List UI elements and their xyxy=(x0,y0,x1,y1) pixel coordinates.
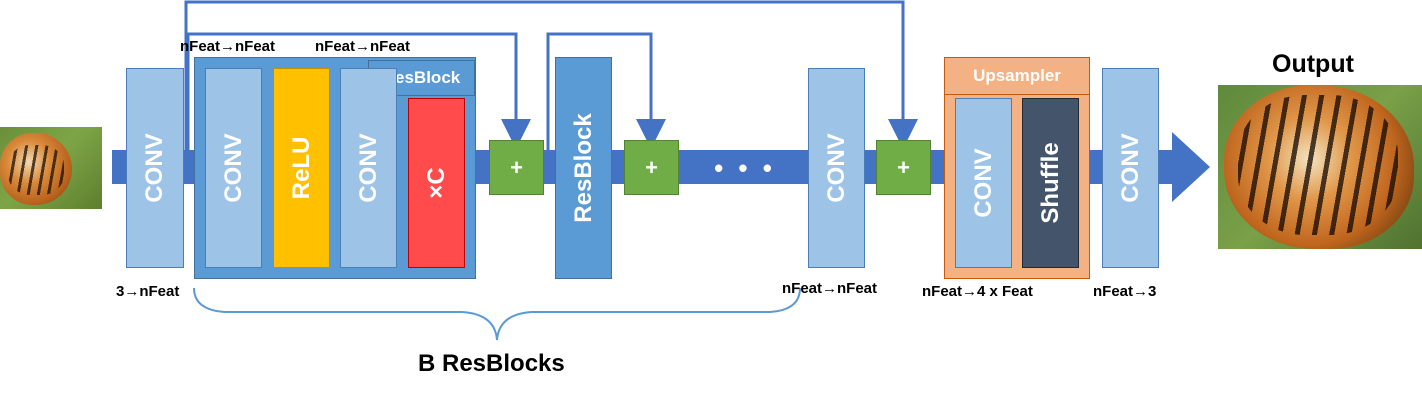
res-conv2-dims: nFeat→nFeat xyxy=(315,38,411,55)
input-image xyxy=(0,127,102,209)
res-conv2-label: CONV xyxy=(354,133,382,203)
resblock-title-text: ResBlock xyxy=(382,68,461,87)
upsampler-conv-block: CONV xyxy=(955,98,1012,268)
brace-label: B ResBlocks xyxy=(418,350,565,377)
first-conv-block: CONV xyxy=(126,68,184,268)
add-node-3-label: + xyxy=(897,154,910,180)
add-node-2-label: + xyxy=(645,154,658,180)
res-conv2-block: CONV xyxy=(340,68,397,268)
shuffle-block: Shuffle xyxy=(1022,98,1079,268)
res-conv1-label: CONV xyxy=(219,133,247,203)
final-conv-label: CONV xyxy=(1116,133,1144,203)
global-skip-line xyxy=(184,0,918,150)
add-node-3: + xyxy=(876,140,931,195)
add-node-1-label: + xyxy=(510,154,523,180)
output-title: Output xyxy=(1272,50,1354,78)
multiply-block: ×C xyxy=(408,98,465,268)
add-node-2: + xyxy=(624,140,679,195)
input-tiger-stripes xyxy=(8,145,64,195)
output-image xyxy=(1218,85,1422,249)
res-conv1-dims: nFeat→nFeat xyxy=(180,38,276,55)
resblock-skip-line-1 xyxy=(186,32,531,150)
body-last-conv-block: CONV xyxy=(808,68,865,268)
resblock-2-label: ResBlock xyxy=(569,113,597,223)
resblock-skip-line-2 xyxy=(546,32,666,150)
multiply-label: ×C xyxy=(422,167,450,199)
first-conv-dims: 3→nFeat xyxy=(116,283,180,300)
body-last-conv-dims: nFeat→nFeat xyxy=(782,280,878,297)
ellipsis: • • • xyxy=(700,148,790,188)
trunk-arrow-head xyxy=(1172,132,1210,202)
resblock-2: ResBlock xyxy=(555,57,612,279)
upsampler-title-text: Upsampler xyxy=(973,66,1061,85)
final-conv-dims: nFeat→3 xyxy=(1093,283,1157,300)
res-conv1-block: CONV xyxy=(205,68,262,268)
output-tiger-stripes xyxy=(1238,95,1398,235)
upsampler-title: Upsampler xyxy=(944,57,1090,95)
upsampler-conv-label: CONV xyxy=(969,148,997,218)
upsampler-conv-dims: nFeat→4 x Feat xyxy=(922,283,1033,300)
first-conv-label: CONV xyxy=(141,133,168,203)
resblocks-brace xyxy=(193,287,801,341)
relu-block: ReLU xyxy=(273,68,330,268)
add-node-1: + xyxy=(489,140,544,195)
shuffle-label: Shuffle xyxy=(1036,142,1064,224)
final-conv-block: CONV xyxy=(1102,68,1159,268)
relu-label: ReLU xyxy=(287,136,315,200)
ellipsis-text: • • • xyxy=(714,152,776,183)
body-last-conv-label: CONV xyxy=(822,133,850,203)
